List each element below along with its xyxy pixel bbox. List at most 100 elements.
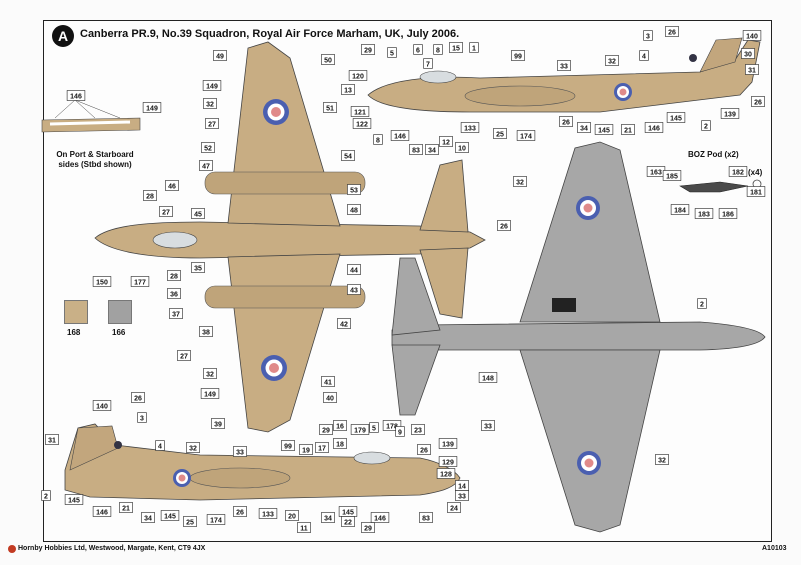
sheet-ref: A10103	[762, 545, 787, 552]
callout-label: 29	[364, 526, 372, 533]
callout-under-10: 33	[481, 420, 495, 431]
tailfin	[699, 37, 743, 73]
callout-label: 1	[472, 46, 476, 53]
wing-upper	[227, 41, 341, 227]
callout-under-11: 32	[655, 454, 669, 465]
callout-side_bottom-17: 23	[411, 424, 425, 435]
callout-planform-8: 47	[199, 160, 213, 171]
callout-planform-30: 150	[92, 276, 112, 287]
callout-side_bottom-30: 20	[285, 510, 299, 521]
callout-label: 42	[340, 322, 348, 329]
callout-planform-4: 51	[323, 102, 337, 113]
callout-planform-16: 35	[191, 262, 205, 273]
callout-label: 11	[300, 526, 308, 533]
callout-label: 36	[170, 292, 178, 299]
callout-label: 183	[698, 212, 710, 219]
callout-label: 53	[350, 188, 358, 195]
callout-label: 21	[624, 128, 632, 135]
callout-planform-29: 39	[211, 418, 225, 429]
callout-label: 181	[750, 190, 762, 197]
callout-side_bottom-18: 26	[417, 444, 431, 455]
callout-side_bottom-19: 139	[438, 438, 458, 449]
nacelle	[189, 467, 291, 489]
callout-label: 25	[186, 520, 194, 527]
callout-side_bottom-39: 128	[436, 468, 456, 479]
swatch-166	[108, 300, 132, 324]
callout-side_top-19: 122	[352, 118, 372, 129]
squadron-badge	[114, 441, 122, 449]
callout-side_bottom-20: 2	[41, 490, 51, 501]
callout-label: 10	[458, 146, 466, 153]
callout-planform-25: 32	[203, 368, 217, 379]
callout-planform-14: 45	[191, 208, 205, 219]
callout-label: 163	[650, 170, 662, 177]
callout-planform-31: 177	[130, 276, 150, 287]
callout-label: 52	[204, 146, 212, 153]
callout-side_top-14: 30	[741, 48, 755, 59]
callout-side_bottom-7: 99	[281, 440, 295, 451]
callout-side_top-5: 6	[413, 44, 423, 55]
callout-label: 145	[68, 498, 80, 505]
callout-label: 139	[442, 442, 454, 449]
callout-label: 2	[700, 302, 704, 309]
callout-planform-23: 38	[199, 326, 213, 337]
callout-label: 2	[44, 494, 48, 501]
callout-label: 146	[374, 516, 386, 523]
nacelle	[464, 85, 576, 107]
boz-pod-title: BOZ Pod (x2)	[688, 150, 739, 159]
callout-label: 32	[608, 59, 616, 66]
callout-side_bottom-34: 22	[341, 516, 355, 527]
callout-label: 37	[172, 312, 180, 319]
callout-under-8: 2	[697, 298, 707, 309]
callout-planform-24: 27	[177, 350, 191, 361]
callout-label: 33	[458, 494, 466, 501]
callout-side_top-22: 83	[409, 144, 423, 155]
callout-side_bottom-13: 179	[350, 424, 370, 435]
callout-label: 128	[440, 472, 452, 479]
callout-planform-9: 53	[347, 184, 361, 195]
callout-label: 146	[648, 126, 660, 133]
callout-side_top-29: 26	[559, 116, 573, 127]
callout-label: 22	[344, 520, 352, 527]
callout-planform-5: 27	[205, 118, 219, 129]
roundel	[173, 469, 191, 487]
callout-side_bottom-21: 145	[64, 494, 84, 505]
callout-label: 2	[704, 124, 708, 131]
callout-side_bottom-12: 16	[333, 420, 347, 431]
callout-label: 185	[666, 174, 678, 181]
callout-label: 27	[162, 210, 170, 217]
callout-under-3: 182	[728, 166, 748, 177]
swatch-label-168: 168	[67, 328, 81, 337]
tailplane	[419, 159, 469, 319]
callout-label: 182	[732, 170, 744, 177]
wing-lower	[227, 253, 341, 433]
callout-label: 145	[598, 128, 610, 135]
side-profile-bottom	[64, 423, 461, 501]
tailplane	[391, 257, 441, 416]
callout-label: 38	[202, 330, 210, 337]
callout-label: 174	[210, 518, 222, 525]
callout-side_bottom-2: 3	[137, 412, 147, 423]
callout-planform-18: 28	[167, 270, 181, 281]
callout-side_bottom-40: 14	[455, 480, 469, 491]
callout-side_bottom-33: 145	[338, 506, 358, 517]
callout-side_top-18: 121	[350, 106, 370, 117]
callout-label: 3	[140, 416, 144, 423]
hornby-logo	[8, 545, 16, 553]
callout-label: 179	[354, 428, 366, 435]
nacelle-upper	[204, 171, 366, 195]
wing-lower	[519, 349, 661, 533]
fuselage	[391, 321, 766, 351]
callout-planform-1: 50	[321, 54, 335, 65]
callout-under-5: 184	[670, 204, 690, 215]
sheet-title: Canberra PR.9, No.39 Squadron, Royal Air…	[80, 28, 460, 40]
callout-planform-15: 26	[497, 220, 511, 231]
callout-label: 149	[146, 106, 158, 113]
callout-label: 145	[670, 116, 682, 123]
callout-label: 43	[350, 288, 358, 295]
callout-side_top-3: 29	[361, 44, 375, 55]
callout-planform-19: 43	[347, 284, 361, 295]
